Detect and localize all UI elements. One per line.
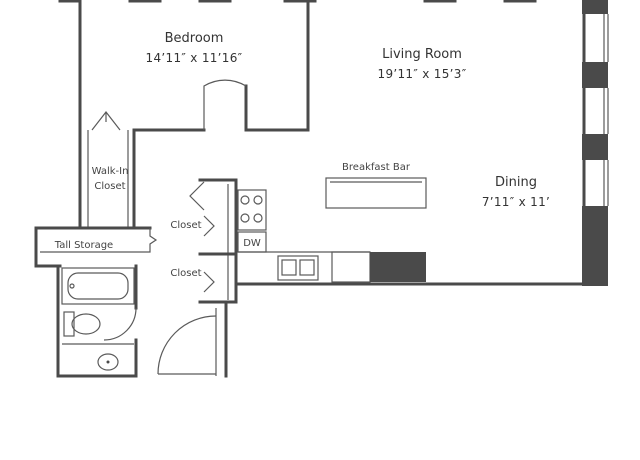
breakfast-bar-label: Breakfast Bar <box>342 162 411 173</box>
walk-in-label-1: Walk-In <box>92 166 129 177</box>
closet-upper-label: Closet <box>170 220 201 231</box>
bedroom-walls <box>78 0 310 230</box>
bedroom-dims: 14’11″ x 11’16″ <box>146 51 243 65</box>
right-wall <box>582 0 609 286</box>
closet-lower-label: Closet <box>170 268 201 279</box>
dining-dims: 7’11″ x 11’ <box>482 195 550 209</box>
bathroom <box>56 264 138 378</box>
walk-in-label-2: Closet <box>94 181 125 192</box>
entry <box>157 302 228 378</box>
tall-storage: Tall Storage <box>34 226 158 268</box>
hall-closets: Closet Closet <box>170 178 238 304</box>
tall-storage-label: Tall Storage <box>54 240 113 251</box>
walk-in-closet: Walk-In Closet <box>87 111 129 228</box>
dishwasher-label: DW <box>243 238 261 249</box>
breakfast-bar: Breakfast Bar <box>325 162 427 209</box>
kitchen: DW <box>237 189 426 283</box>
bedroom-name: Bedroom <box>165 31 224 46</box>
dining-name: Dining <box>495 175 537 190</box>
living-room-dims: 19’11″ x 15’3″ <box>378 67 467 81</box>
living-room-name: Living Room <box>382 47 462 62</box>
